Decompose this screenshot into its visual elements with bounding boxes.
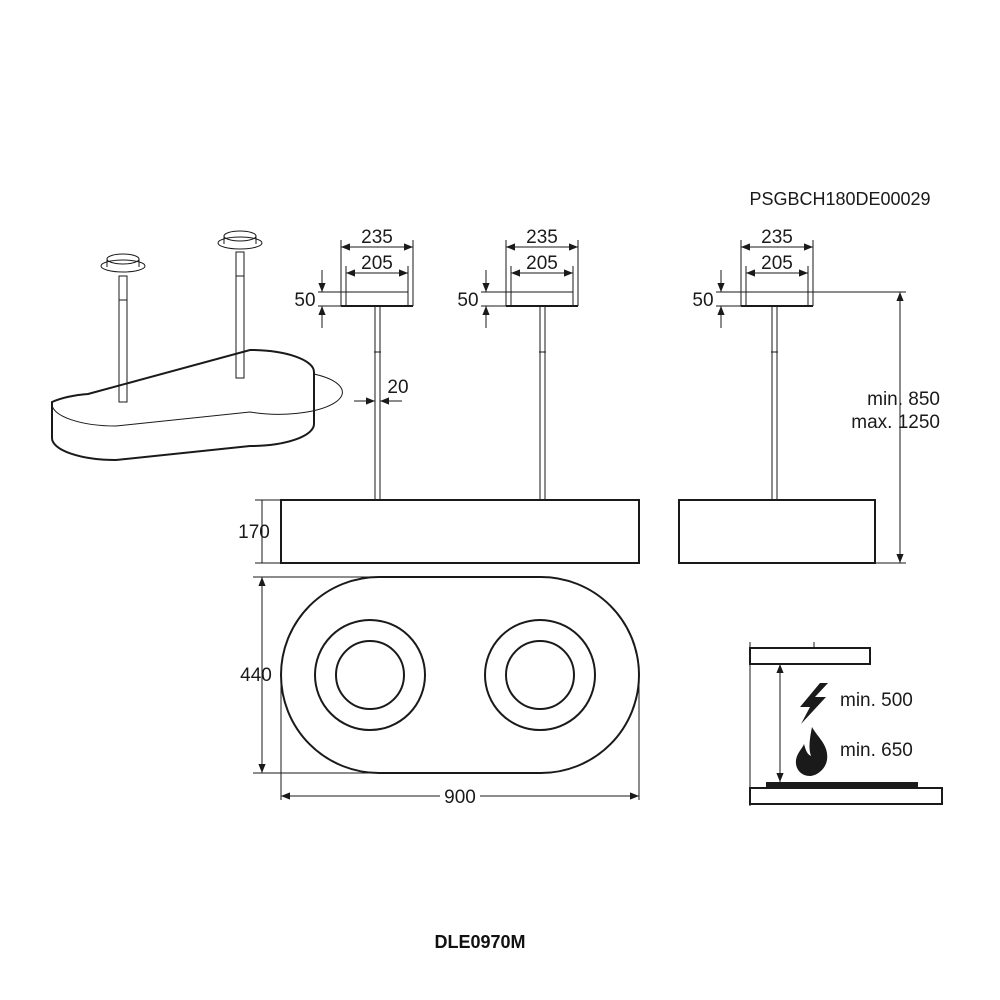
- lightning-icon: [800, 683, 828, 724]
- canopy-height-left: 50: [294, 290, 315, 311]
- hood-body-top: [280, 576, 640, 774]
- canopy-inner-width-side: 205: [761, 253, 793, 274]
- clearance-diagram: min. 500 min. 650: [749, 642, 943, 806]
- canopy-inner-width-right: 205: [526, 253, 558, 274]
- canopy-outer-width-left: 235: [361, 227, 393, 248]
- rod-diameter: 20: [387, 377, 408, 398]
- document-code: PSGBCH180DE00029: [749, 189, 930, 209]
- electric-clearance: min. 500: [840, 690, 913, 711]
- front-view: 235 205 50 235 205 50 20 170: [238, 227, 640, 564]
- hood-underside: [749, 647, 871, 665]
- model-name: DLE0970M: [434, 932, 525, 952]
- body-height: 170: [238, 522, 270, 543]
- hood-body-side: [678, 499, 876, 564]
- gas-clearance: min. 650: [840, 740, 913, 761]
- body-width: 900: [444, 787, 476, 808]
- hood-body-front: [280, 499, 640, 564]
- flame-icon: [795, 727, 828, 776]
- suspension-min: min. 850: [867, 389, 940, 410]
- hob-surface: [749, 787, 943, 805]
- side-view: 235 205 50 min. 850 max. 1250: [678, 227, 940, 564]
- body-depth: 440: [240, 665, 272, 686]
- suspension-max: max. 1250: [851, 412, 940, 433]
- canopy-inner-width-left: 205: [361, 253, 393, 274]
- canopy-outer-width-side: 235: [761, 227, 793, 248]
- isometric-view: [51, 230, 343, 462]
- canopy-outer-width-right: 235: [526, 227, 558, 248]
- top-view: 440 900: [240, 576, 640, 808]
- canopy-height-right: 50: [457, 290, 478, 311]
- canopy-height-side: 50: [692, 290, 713, 311]
